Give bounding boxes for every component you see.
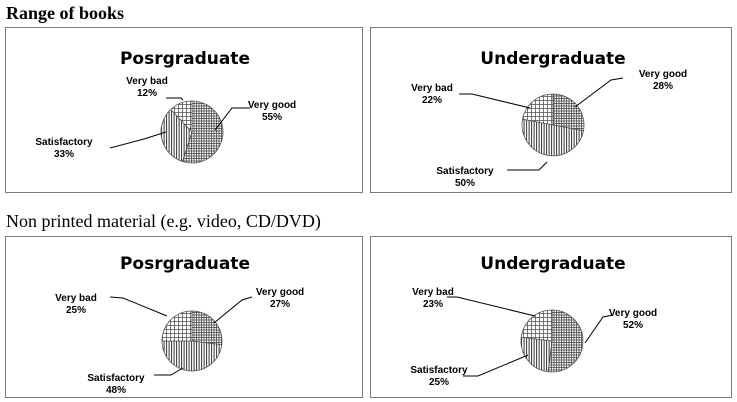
pie-slice-very-bad	[161, 310, 193, 342]
slice-value-satisfactory: 50%	[455, 178, 475, 189]
chart-panel-nonprinted-undergraduate: Undergraduate Very good 52% Satisfactory…	[370, 236, 732, 398]
slice-value-very-good: 55%	[262, 112, 282, 123]
pie-slice-satisfactory	[160, 108, 193, 162]
slice-label-satisfactory: Satisfactory	[87, 373, 145, 384]
chart-title: Undergraduate	[480, 254, 625, 274]
leader-line-very-bad	[109, 296, 168, 317]
slice-value-satisfactory: 48%	[106, 385, 126, 396]
section-heading-range-of-books: Range of books	[6, 3, 125, 23]
pie-chart-nonprinted-postgraduate: Posrgraduate Very good 27% Satisfactory …	[55, 254, 304, 396]
pie-slice-very-bad	[520, 309, 553, 342]
pie-slice-very-good	[547, 309, 584, 373]
leader-line-very-good	[213, 296, 253, 324]
chart-panel-nonprinted-postgraduate: Posrgraduate Very good 27% Satisfactory …	[5, 236, 363, 398]
leader-line-satisfactory	[154, 367, 184, 376]
chart-title: Posrgraduate	[120, 254, 250, 274]
pie-slice-satisfactory	[520, 336, 553, 373]
slice-value-very-good: 28%	[653, 81, 673, 92]
slice-label-very-bad: Very bad	[126, 76, 168, 87]
pie-slice-satisfactory	[521, 118, 584, 157]
pie-slice-very-bad	[522, 93, 554, 126]
slice-label-very-good: Very good	[256, 287, 304, 298]
leader-line-satisfactory	[507, 161, 548, 171]
pie-slice-very-good	[191, 310, 223, 346]
slice-label-very-good: Very good	[248, 100, 296, 111]
leader-line-very-good	[584, 314, 614, 344]
pie-chart-nonprinted-undergraduate: Undergraduate Very good 52% Satisfactory…	[410, 254, 657, 388]
chart-panel-books-undergraduate: Undergraduate Very good 28% Satisfactory…	[370, 27, 732, 193]
pie-slice-very-bad	[170, 100, 193, 134]
slice-value-very-good: 52%	[623, 320, 643, 331]
leader-line-very-bad	[459, 93, 531, 109]
slice-value-very-bad: 22%	[422, 95, 442, 106]
chart-panel-books-postgraduate: Posrgraduate Very good 55% Satisfactory …	[5, 27, 363, 193]
leader-line-very-bad	[447, 296, 536, 317]
slice-value-very-bad: 12%	[137, 88, 157, 99]
slice-value-satisfactory: 25%	[429, 377, 449, 388]
leader-line-satisfactory	[109, 131, 167, 149]
slice-label-very-good: Very good	[639, 69, 687, 80]
slice-value-very-bad: 25%	[66, 305, 86, 316]
slice-label-satisfactory: Satisfactory	[35, 137, 93, 148]
leader-line-satisfactory	[463, 354, 529, 377]
slice-value-satisfactory: 33%	[54, 149, 74, 160]
section-heading-non-printed-material: Non printed material (e.g. video, CD/DVD…	[6, 211, 321, 231]
pie-slice-very-good	[552, 93, 585, 132]
slice-label-very-bad: Very bad	[55, 293, 97, 304]
pie-chart-books-undergraduate: Undergraduate Very good 28% Satisfactory…	[411, 49, 687, 189]
pie-slice-satisfactory	[161, 340, 223, 372]
leader-line-very-bad	[166, 97, 184, 101]
slice-label-very-bad: Very bad	[411, 83, 453, 94]
leader-line-very-good	[574, 77, 624, 108]
leader-line-very-good	[214, 107, 250, 131]
chart-title: Undergraduate	[480, 49, 625, 69]
slice-label-very-good: Very good	[609, 308, 657, 319]
slice-value-very-good: 27%	[270, 299, 290, 310]
slice-label-very-bad: Very bad	[412, 287, 454, 298]
chart-title: Posrgraduate	[120, 49, 250, 69]
slice-label-satisfactory: Satisfactory	[436, 166, 494, 177]
pie-chart-books-postgraduate: Posrgraduate Very good 55% Satisfactory …	[35, 49, 296, 164]
slice-value-very-bad: 23%	[423, 299, 443, 310]
slice-label-satisfactory: Satisfactory	[410, 365, 468, 376]
pie-slice-very-good	[181, 100, 224, 164]
